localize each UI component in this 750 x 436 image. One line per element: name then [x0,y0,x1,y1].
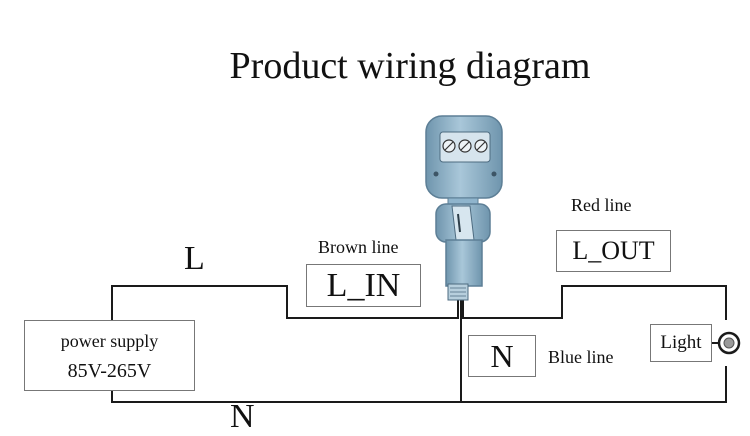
neutral-label: N [230,398,255,435]
live-label: L [184,240,205,277]
n-label: N [490,337,514,374]
l-in-label: L_IN [326,266,401,304]
live-wire [111,285,459,320]
load-wire [462,285,727,320]
light-label: Light [660,332,702,353]
l-out-terminal-box: L_OUT [556,230,671,272]
red-line-label: Red line [571,195,632,215]
power-supply-name: power supply [60,330,159,351]
pir-motion-sensor-icon [425,115,503,301]
light-bulb-icon [717,331,741,355]
l-out-label: L_OUT [572,236,655,265]
brown-line-label: Brown line [318,237,399,257]
power-supply-box: power supply 85V-265V [24,320,195,391]
power-supply-voltage: 85V-265V [67,359,152,382]
blue-line-label: Blue line [548,347,614,367]
neutral-wire [111,366,727,403]
light-box: Light [650,324,712,362]
n-terminal-box: N [468,335,536,377]
l-in-terminal-box: L_IN [306,264,421,307]
diagram-title: Product wiring diagram [229,45,591,87]
